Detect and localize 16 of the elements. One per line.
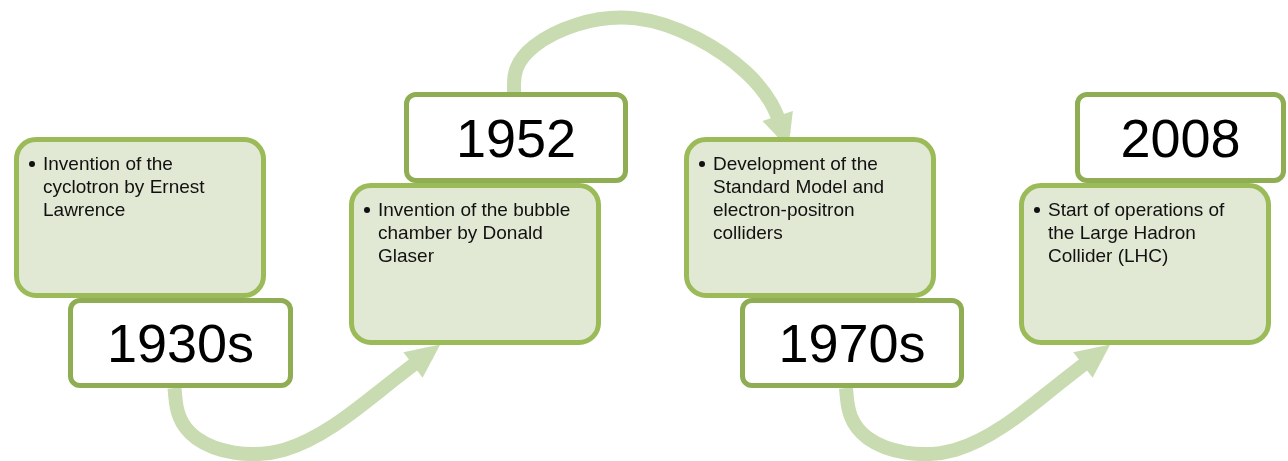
event-description: Invention of the bubble chamber by Donald Glaser <box>378 198 572 267</box>
event-description: Start of operations of the Large Hadron Collider (LHC) <box>1048 198 1226 267</box>
year-box <box>740 298 964 388</box>
event-description: Development of the Standard Model and electron-positron colliders <box>713 152 886 244</box>
event-card <box>349 183 601 345</box>
year-box <box>404 92 628 183</box>
year-label: 1952 <box>455 110 577 165</box>
event-card <box>1019 183 1271 345</box>
event-card <box>14 137 266 298</box>
event-description: Invention of the cyclotron by Ernest Lawrence <box>43 152 206 221</box>
year-box <box>1075 92 1286 183</box>
year-label: 2008 <box>1120 110 1241 165</box>
year-label: 1930s <box>106 316 255 370</box>
event-card <box>684 137 936 298</box>
year-label: 1970s <box>778 316 926 370</box>
year-box <box>68 298 293 388</box>
